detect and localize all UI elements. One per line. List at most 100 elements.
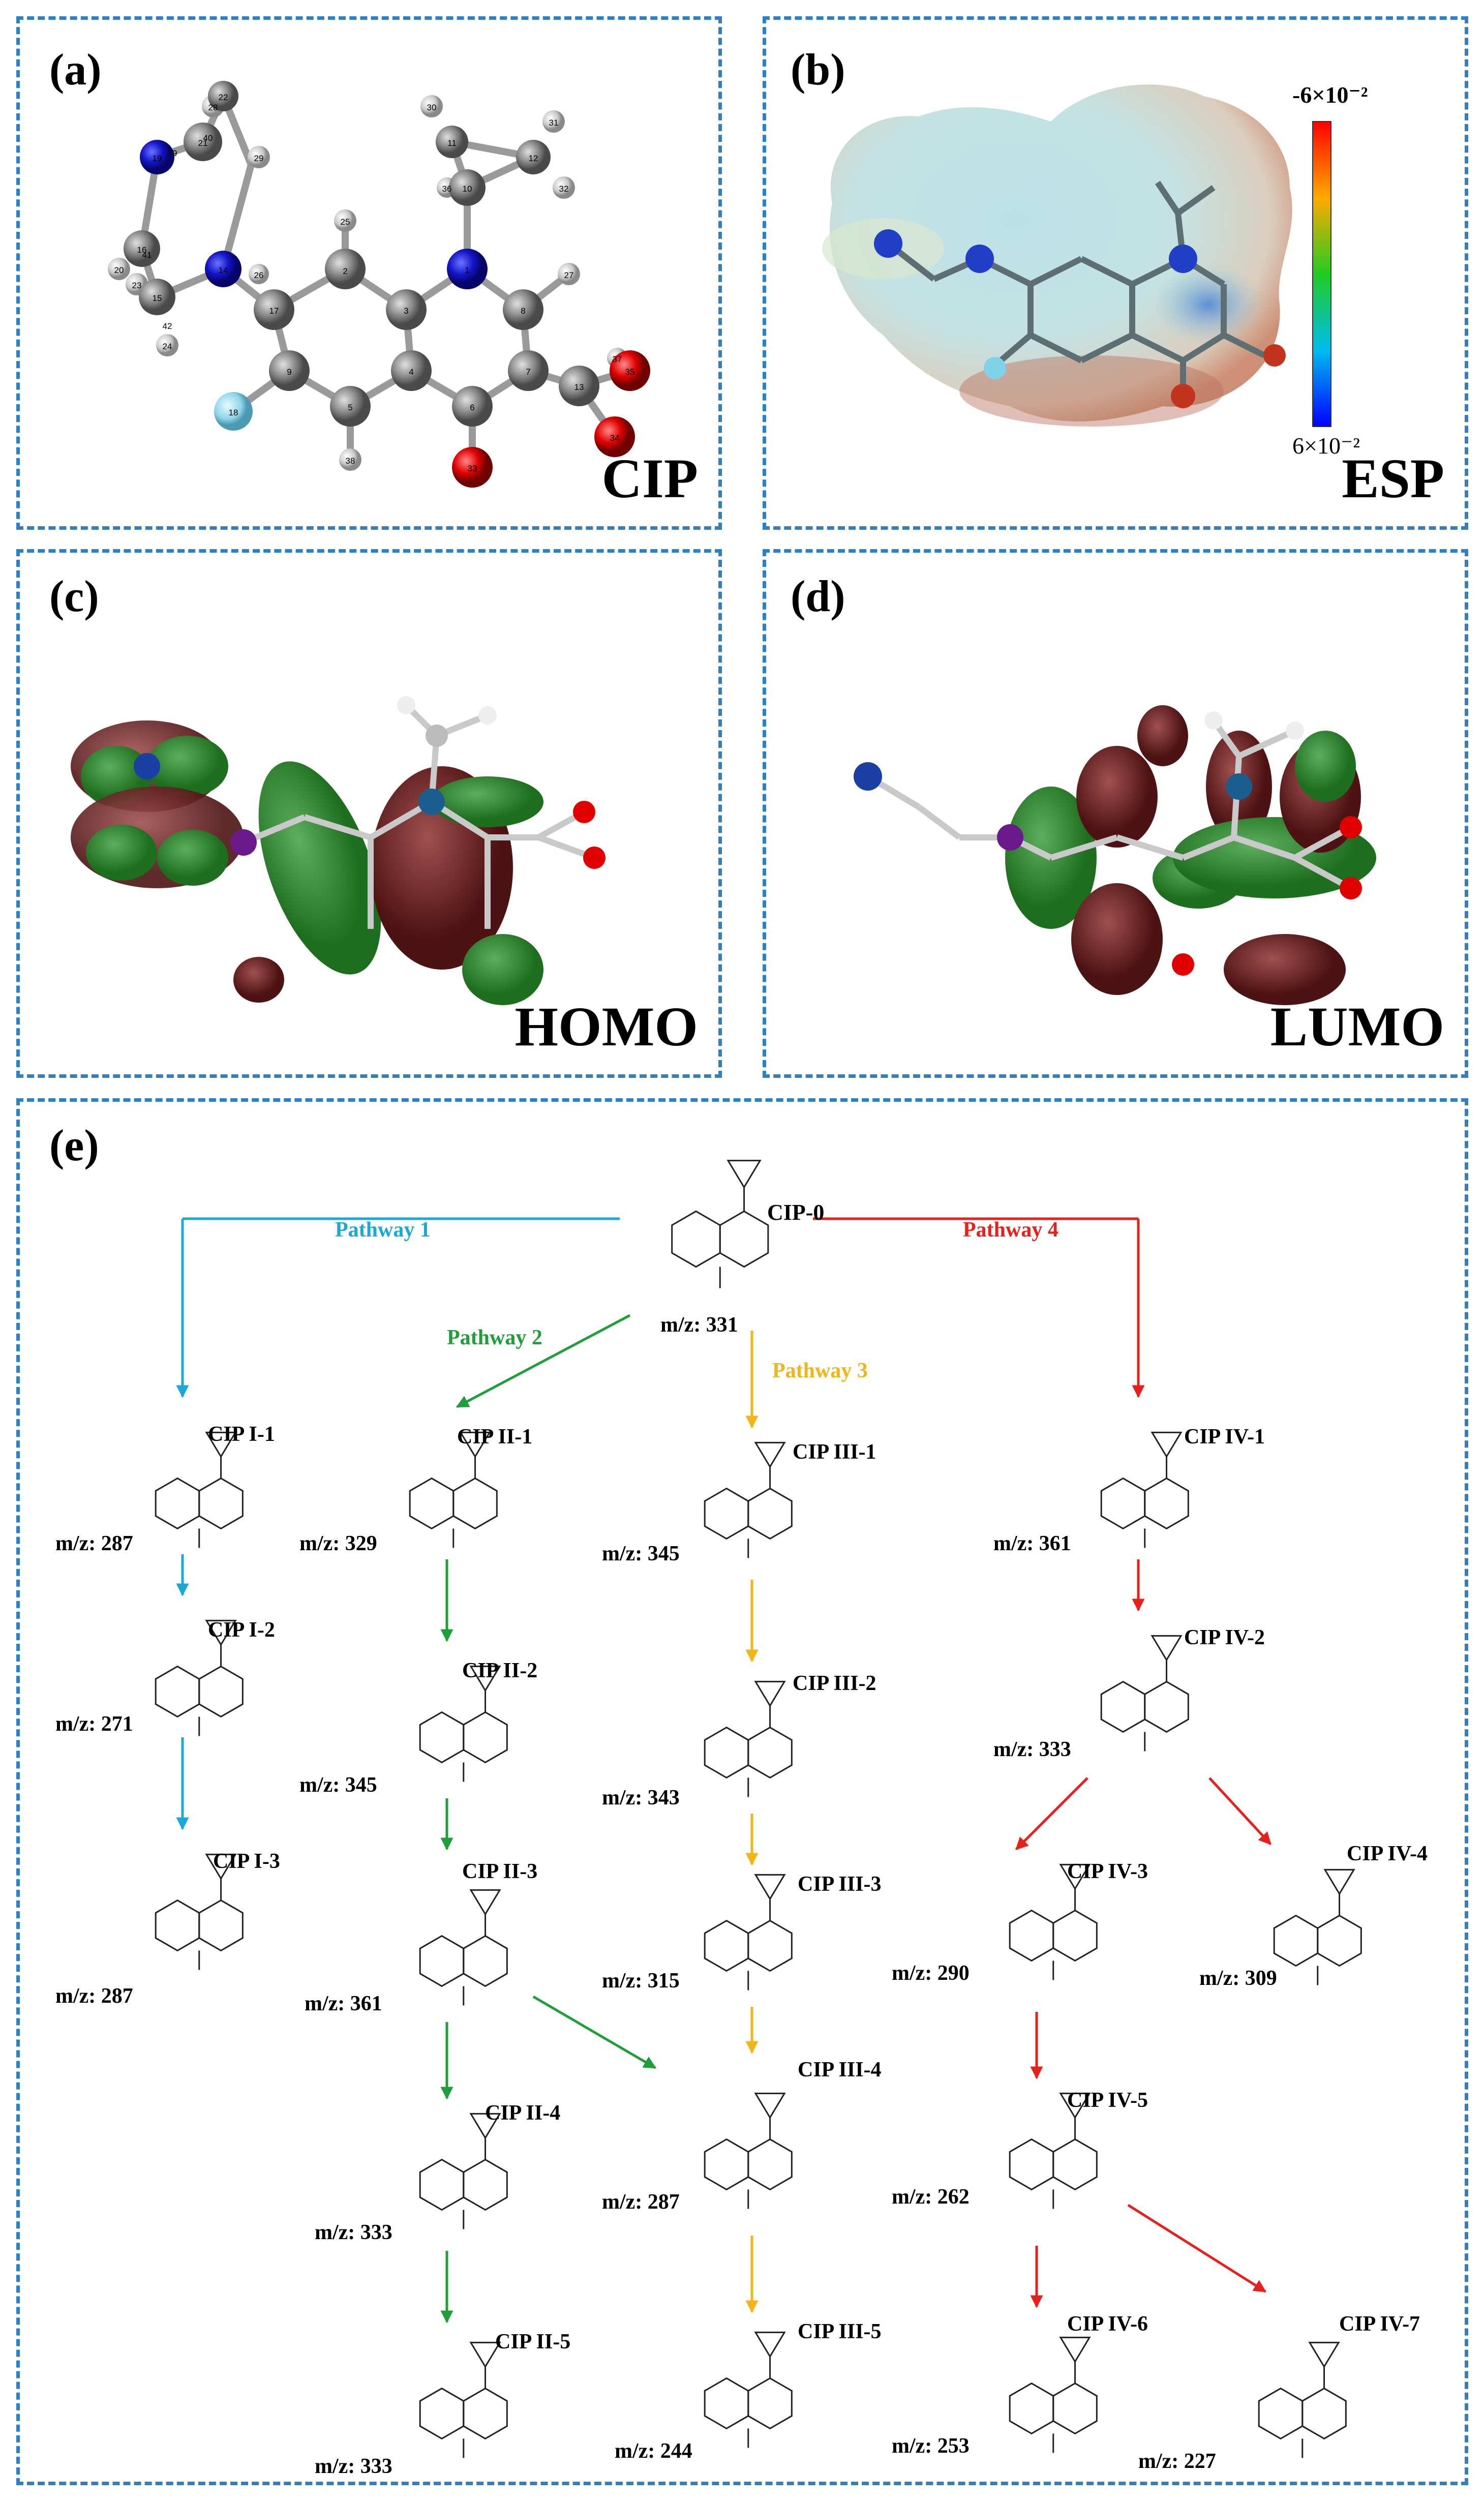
- atom-number-label: 20: [114, 265, 124, 275]
- atom-number-label: 22: [219, 93, 228, 102]
- benzene-ring: [671, 1210, 721, 1268]
- nitrogen-atom-quinolone: [447, 249, 488, 289]
- compound-name: CIP IV-4: [1347, 1842, 1428, 1865]
- esp-scale-top-label: -6×10⁻²: [1292, 82, 1368, 108]
- atom-number-label: 24: [163, 342, 172, 351]
- compound-mz: m/z: 331: [660, 1313, 738, 1337]
- cyclopropyl-ring: [754, 1441, 786, 1468]
- compound-mz: m/z: 333: [315, 2221, 392, 2244]
- esp-scale-bottom-label: 6×10⁻²: [1292, 433, 1360, 459]
- benzene-ring: [419, 1711, 465, 1764]
- atom-number-label: 11: [447, 138, 457, 148]
- atom-number-label: 34: [610, 433, 620, 443]
- pyridone-ring: [747, 2138, 793, 2191]
- compound-mz: m/z: 253: [892, 2434, 970, 2458]
- pathway-2-label: Pathway 2: [447, 1326, 542, 1349]
- benzene-ring: [1009, 1909, 1054, 1962]
- quinolone-skeleton: [1009, 2092, 1098, 2209]
- panel-b-esp-map: (b) ESP -6×10⁻² 6×10⁻²: [763, 16, 1468, 530]
- benzene-ring: [1273, 1914, 1319, 1967]
- compound-mz: m/z: 333: [993, 1738, 1071, 1761]
- quinolone-skeleton: [1009, 1863, 1098, 1980]
- pathway-1-label: Pathway 1: [335, 1218, 431, 1242]
- atom-number-label: 16: [137, 245, 147, 255]
- atom-number-label: 6: [470, 403, 474, 412]
- cyclopropyl-ring: [469, 2341, 501, 2368]
- quinolone-skeleton: [155, 1619, 244, 1736]
- panel-d-label: (d): [791, 572, 845, 621]
- nitrogen-atom-piperazine: [205, 251, 241, 287]
- quinolone-skeleton: [419, 2113, 508, 2229]
- atom-number-label: 4: [409, 367, 413, 377]
- atom-number-label: 42: [163, 321, 172, 331]
- compound-mz: m/z: 262: [892, 2185, 970, 2209]
- compound-name: CIP II-3: [462, 1860, 538, 1883]
- panel-e-degradation-pathways: (e) Pathway 1 Pathway 2 Pathway 3 Pathwa…: [16, 1098, 1468, 2485]
- atom-number-label: 36: [442, 184, 452, 194]
- quinolone-skeleton: [1100, 1635, 1189, 1752]
- pathway-4-arrow: [1208, 1777, 1271, 1845]
- atom-number-label: 3: [404, 306, 408, 316]
- panel-d-title: LUMO: [1270, 996, 1444, 1058]
- compound-mz: m/z: 361: [993, 1532, 1071, 1555]
- compound-mz: m/z: 244: [615, 2439, 692, 2463]
- benzene-ring: [704, 2377, 749, 2430]
- quinolone-skeleton: [1009, 2336, 1098, 2453]
- compound-name: CIP IV-2: [1184, 1626, 1265, 1649]
- atom-number-label: 32: [559, 184, 569, 194]
- cyclopropyl-ring: [469, 2113, 501, 2139]
- pyridone-ring: [747, 2377, 793, 2430]
- quinolone-skeleton: [704, 1680, 793, 1797]
- compound-name: CIP IV-1: [1184, 1425, 1265, 1449]
- quinolone-skeleton: [155, 1431, 244, 1548]
- atom-number-label: 38: [346, 456, 355, 466]
- quinolone-skeleton: [419, 2341, 508, 2458]
- cyclopropyl-ring: [726, 1160, 762, 1189]
- pathway-arrows: [176, 1217, 1271, 2324]
- benzene-ring: [1009, 2382, 1054, 2435]
- quinolone-skeleton: [155, 1853, 244, 1970]
- pyridone-ring: [198, 1665, 244, 1718]
- homo-orbital-figure: [71, 696, 605, 1005]
- pyridone-ring: [198, 1899, 244, 1952]
- atom-number-label: 15: [153, 293, 162, 303]
- cyclopropyl-ring: [1059, 1863, 1091, 1890]
- atom-number-label: 40: [203, 133, 213, 143]
- pyridone-ring: [1144, 1477, 1189, 1530]
- cyclopropyl-ring: [469, 1665, 501, 1692]
- panel-c-homo: (c) HOMO: [16, 549, 722, 1078]
- compound-name: CIP III-1: [793, 1440, 876, 1464]
- compound-mz: m/z: 290: [892, 1962, 970, 1985]
- pyridone-ring: [1052, 1909, 1098, 1962]
- compound-mz: m/z: 345: [299, 1773, 377, 1797]
- pyridone-ring: [452, 1477, 498, 1530]
- atom-number-label: 13: [574, 382, 584, 392]
- atom-number-label: 12: [529, 154, 538, 163]
- compound-name: CIP I-3: [213, 1850, 280, 1873]
- panel-c-title: HOMO: [514, 996, 698, 1058]
- pyridone-ring: [747, 1919, 793, 1972]
- quinolone-skeleton: [1258, 2341, 1347, 2458]
- atom-number-label: 30: [427, 103, 437, 112]
- pyridone-ring: [463, 1711, 508, 1764]
- compound-name: CIP IV-5: [1067, 2089, 1148, 2112]
- cyclopropyl-ring: [205, 1853, 237, 1880]
- compound-name: CIP-0: [767, 1200, 825, 1225]
- atom-number-label: 35: [625, 367, 635, 377]
- compound-name: CIP III-2: [793, 1672, 876, 1695]
- panel-b-title: ESP: [1342, 447, 1444, 509]
- atom-number-label: 14: [219, 265, 228, 275]
- compound-mz: m/z: 271: [55, 1712, 133, 1736]
- nitrogen-atom-piperazine-nh: [140, 140, 174, 174]
- cyclopropyl-ring: [205, 1619, 237, 1646]
- atom-number-label: 17: [269, 306, 279, 316]
- atom-number-label: 21: [198, 138, 208, 148]
- benzene-ring: [409, 1477, 455, 1530]
- quinolone-skeleton: [704, 1874, 793, 1991]
- oxygen-atom-carbonyl: [594, 416, 635, 457]
- benzene-ring: [1009, 2138, 1054, 2191]
- panel-a-label: (a): [49, 45, 102, 95]
- pyridone-ring: [463, 1935, 508, 1987]
- panel-b-label: (b): [791, 45, 845, 95]
